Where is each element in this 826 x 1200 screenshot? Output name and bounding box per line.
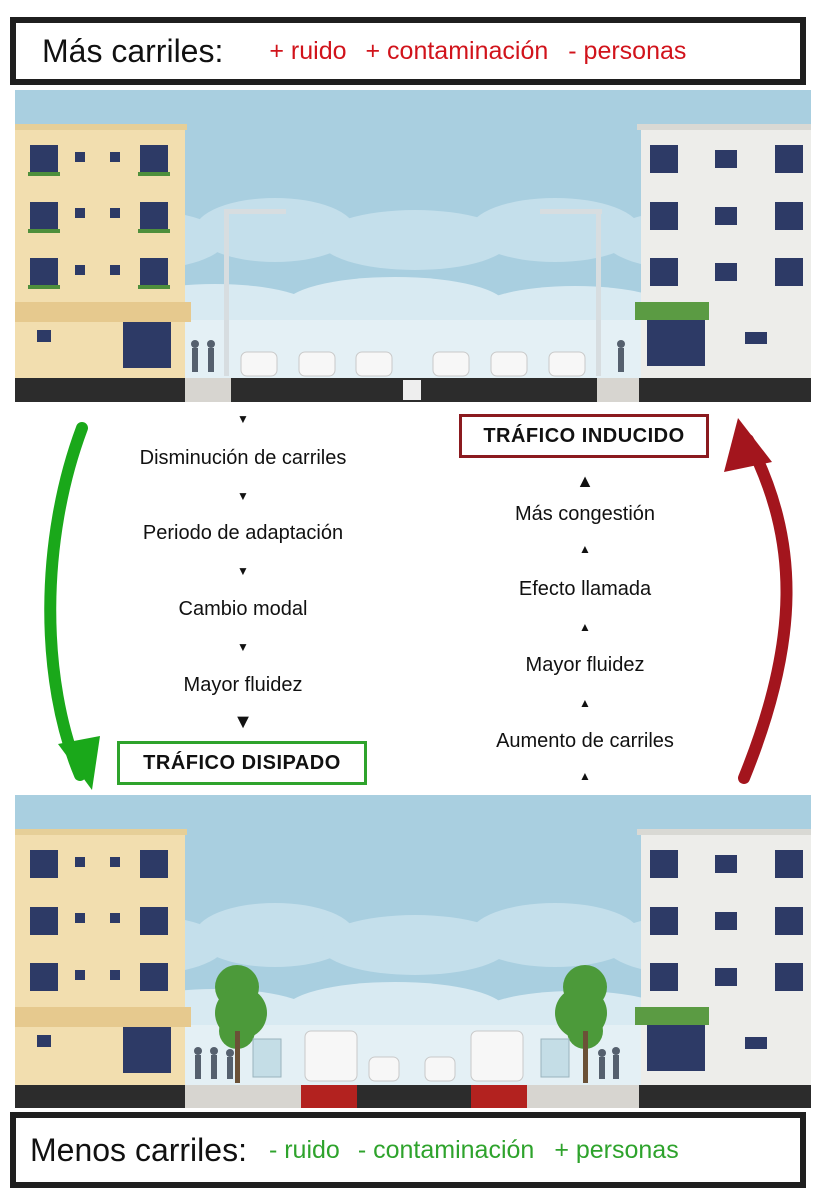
left-step-1: Disminución de carriles <box>139 447 347 469</box>
result-traffic-dissipated: TRÁFICO DISIPADO <box>117 741 367 785</box>
result-traffic-induced: TRÁFICO INDUCIDO <box>459 414 709 458</box>
up-arrow-icon: ▲ <box>579 620 591 634</box>
top-banner: Más carriles: + ruido + contaminación - … <box>10 17 806 85</box>
red-cycle-arrow <box>738 434 793 784</box>
top-banner-term-pollution: + contaminación <box>365 36 549 65</box>
bottom-banner-lead: Menos carriles: <box>30 1131 247 1168</box>
left-step-3: Cambio modal <box>178 598 308 620</box>
right-step-2: Mayor fluidez <box>525 654 645 676</box>
up-arrow-icon: ▲ <box>579 696 591 710</box>
bottom-banner-term-pollution: - contaminación <box>357 1135 535 1164</box>
top-banner-term-noise: + ruido <box>269 36 347 65</box>
right-step-3: Efecto llamada <box>518 578 652 600</box>
bottom-banner-term-people: + personas <box>554 1135 679 1164</box>
up-arrow-icon: ▲ <box>579 769 591 783</box>
down-arrow-icon: ▼ <box>237 489 249 503</box>
down-arrow-icon: ▼ <box>237 412 249 426</box>
bottom-banner-term-noise: - ruido <box>268 1135 340 1164</box>
down-arrow-icon: ▼ <box>233 711 253 733</box>
green-arrowhead <box>58 736 100 790</box>
down-arrow-icon: ▼ <box>237 640 249 654</box>
up-arrow-icon: ▲ <box>579 542 591 556</box>
up-arrow-icon: ▲ <box>576 471 594 491</box>
right-step-4: Más congestión <box>514 503 656 525</box>
right-step-1: Aumento de carriles <box>496 730 674 752</box>
bottom-banner: Menos carriles: - ruido - contaminación … <box>10 1112 806 1188</box>
top-banner-term-people: - personas <box>568 36 687 65</box>
top-banner-lead: Más carriles: <box>42 32 224 69</box>
green-cycle-arrow <box>44 422 88 781</box>
left-step-4: Mayor fluidez <box>183 674 303 696</box>
street-scene-more-lanes <box>15 90 811 402</box>
left-step-2: Periodo de adaptación <box>142 522 344 544</box>
street-scene-fewer-lanes <box>15 795 811 1108</box>
red-arrowhead <box>724 418 772 472</box>
down-arrow-icon: ▼ <box>237 564 249 578</box>
